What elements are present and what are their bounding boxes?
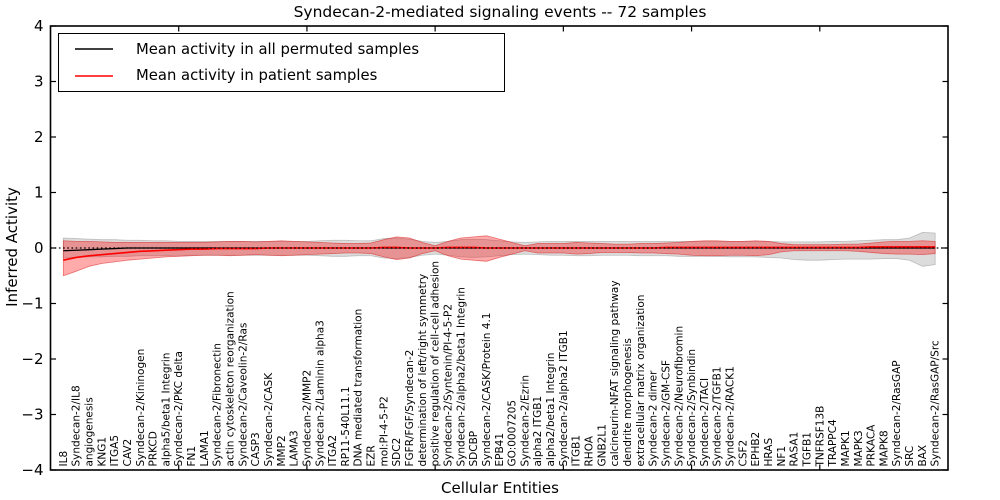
x-category-label: mol:PI-4-5-P2 xyxy=(378,396,390,466)
x-category-label: Syndecan-2/Laminin alpha3 xyxy=(314,320,326,466)
x-category-label: extracellular matrix organization xyxy=(635,295,647,467)
x-category-label: Syndecan-2/PKC delta xyxy=(173,351,185,466)
x-category-label: TGFB1 xyxy=(801,432,813,467)
x-category-label: Syndecan-2/Fibronectin xyxy=(212,343,224,466)
x-category-label: alpha2 ITGB1 xyxy=(532,396,544,467)
x-category-label: Syndecan-2/alpha2/beta1 Integrin xyxy=(455,287,467,466)
legend-item-permuted: Mean activity in all permuted samples xyxy=(59,41,504,58)
x-category-label: Syndecan-2/Ezrin xyxy=(519,375,531,467)
legend-label-permuted: Mean activity in all permuted samples xyxy=(136,40,420,58)
x-category-label: FN1 xyxy=(186,446,198,467)
x-category-label: SDC2 xyxy=(391,438,403,467)
x-category-label: CSF2 xyxy=(737,440,749,467)
x-category-label: DNA mediated transformation xyxy=(353,309,365,467)
x-category-label: ITGB1 xyxy=(571,435,583,467)
y-tick-label: 0 xyxy=(34,239,44,257)
x-category-label: determination of left/right symmetry xyxy=(417,274,429,467)
x-category-label: MAPK3 xyxy=(853,430,865,466)
x-category-label: Syndecan-2/MMP2 xyxy=(301,370,313,467)
legend-line-permuted-icon xyxy=(75,48,113,50)
x-category-label: alpha2/beta1 Integrin xyxy=(545,353,557,467)
patient-std-band xyxy=(62,235,936,277)
x-category-label: Syndecan-2/Kininogen xyxy=(135,349,147,467)
y-tick-label: 2 xyxy=(34,128,44,146)
y-tick-label: −1 xyxy=(21,295,43,313)
x-category-label: Syndecan-2/TGFB1 xyxy=(712,366,724,466)
x-category-label: Syndecan-2/RasGAP/Src xyxy=(930,340,942,466)
x-category-label: FGFR/FGF/Syndecan-2 xyxy=(404,350,416,467)
x-category-label: calcineurin-NFAT signaling pathway xyxy=(609,280,621,466)
x-category-label: dendrite morphogenesis xyxy=(622,338,634,466)
x-category-label: TNFRSF13B xyxy=(814,406,826,468)
legend-line-patient-icon xyxy=(75,75,113,77)
y-tick-label: −3 xyxy=(21,406,43,424)
x-category-label: SDCBP xyxy=(468,431,480,467)
x-category-label: Syndecan-2/CASK/Protein 4.1 xyxy=(481,313,493,467)
x-category-label: Syndecan-2/Syntenin/PI-4-5-P2 xyxy=(442,304,454,467)
x-category-label: Syndecan-2/TACI xyxy=(699,378,711,467)
x-category-label: IL8 xyxy=(58,451,70,467)
legend-label-patient: Mean activity in patient samples xyxy=(136,67,378,85)
x-category-label: GO:0007205 xyxy=(507,400,519,467)
x-category-label: SRC xyxy=(904,446,916,467)
x-category-label: Syndecan-2/IL8 xyxy=(71,385,83,466)
x-axis-ticks xyxy=(178,26,821,470)
x-category-label: LAMA1 xyxy=(199,430,211,466)
x-category-label: RASA1 xyxy=(789,432,801,467)
x-category-label: Syndecan-2/Caveolin-2/Ras xyxy=(237,323,249,467)
x-category-label: Syndecan-2/alpha2 ITGB1 xyxy=(558,330,570,466)
x-category-label: TRAPPC4 xyxy=(827,419,839,467)
x-category-label: CASP3 xyxy=(250,432,262,466)
x-category-label: MAPK1 xyxy=(840,430,852,466)
x-category-label: EPB41 xyxy=(494,433,506,467)
x-axis-title: Cellular Entities xyxy=(441,479,559,497)
x-category-label: ITGA5 xyxy=(109,435,121,467)
x-category-label: angiogenesis xyxy=(83,397,95,466)
x-category-label: EPHB2 xyxy=(750,432,762,467)
x-category-label: MMP2 xyxy=(276,435,288,466)
permuted-std-band xyxy=(62,232,936,267)
legend: Mean activity in all permuted samples Me… xyxy=(58,33,505,92)
x-category-label: CAV2 xyxy=(122,439,134,467)
y-axis-title: Inferred Activity xyxy=(3,187,21,307)
x-category-label: Syndecan-2/GM-CSF xyxy=(660,360,672,467)
x-category-label: PRKACA xyxy=(866,424,878,467)
x-category-label: actin cytoskeleton reorganization xyxy=(225,291,237,466)
x-category-label: Syndecan-2/RACK1 xyxy=(725,366,737,466)
x-category-label: RHOA xyxy=(584,435,596,466)
x-category-label: NF1 xyxy=(776,446,788,467)
x-category-label: GNB2L1 xyxy=(596,424,608,466)
y-tick-label: 4 xyxy=(34,17,44,35)
y-tick-label: 3 xyxy=(34,73,44,91)
x-category-label: positive regulation of cell-cell adhesio… xyxy=(430,261,442,467)
x-category-label: RP11-540L11.1 xyxy=(340,386,352,466)
chart-title: Syndecan-2-mediated signaling events -- … xyxy=(293,3,707,21)
y-tick-label: −4 xyxy=(21,461,43,479)
x-category-label: alpha5/beta1 Integrin xyxy=(160,353,172,467)
y-tick-label: 1 xyxy=(34,184,44,202)
legend-item-patient: Mean activity in patient samples xyxy=(59,67,504,84)
x-category-label: Syndecan-2/Neurofibromin xyxy=(673,326,685,467)
x-category-label: BAX xyxy=(917,445,929,467)
x-category-label: Syndecan-2/Synbindin xyxy=(686,349,698,467)
x-category-label: MAPK8 xyxy=(878,430,890,466)
x-category-label: Syndecan-2 dimer xyxy=(648,370,660,467)
x-category-label: PRKCD xyxy=(148,431,160,466)
y-tick-label: −2 xyxy=(21,350,43,368)
x-category-label: LAMA3 xyxy=(289,430,301,466)
x-category-label: ITGA2 xyxy=(327,435,339,467)
x-category-label: Syndecan-2/RasGAP xyxy=(891,360,903,466)
x-category-label: HRAS xyxy=(763,438,775,467)
x-category-label: EZR xyxy=(366,445,378,466)
y-axis-ticks: −4 −3 −2 −1 0 1 2 3 4 xyxy=(21,17,948,479)
x-category-label: KNG1 xyxy=(96,437,108,467)
x-category-label: Syndecan-2/CASK xyxy=(263,372,275,467)
